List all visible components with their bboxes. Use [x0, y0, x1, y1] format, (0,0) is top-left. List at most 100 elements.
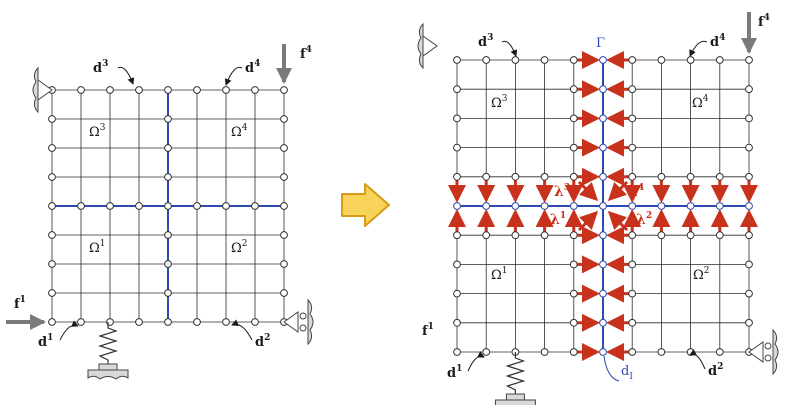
label-omega3: Ω3	[89, 123, 106, 140]
mesh-node	[569, 318, 578, 327]
mesh-node	[135, 202, 143, 210]
leader-dI	[603, 355, 620, 382]
multiplier-arrows	[448, 51, 758, 361]
mesh-node	[657, 172, 666, 181]
mesh-node	[482, 56, 491, 64]
label-omega2: Ω2	[693, 266, 710, 283]
mesh-node	[77, 318, 85, 326]
mesh-node	[745, 260, 753, 269]
mesh-node	[715, 172, 724, 181]
label-omega3: Ω3	[491, 94, 508, 111]
transition-arrow	[341, 183, 390, 227]
leader-d3	[501, 40, 518, 57]
interface-node	[569, 202, 578, 210]
mesh-node	[569, 260, 578, 269]
interface-node	[599, 202, 607, 210]
mesh-node	[657, 56, 666, 64]
label-d3: d3	[478, 33, 493, 50]
mesh-node	[453, 231, 461, 240]
interface-node	[453, 202, 461, 210]
label-lambda2: λ2	[636, 211, 652, 228]
mesh-node	[106, 202, 114, 210]
leader-d1	[467, 351, 485, 372]
interface-node	[686, 202, 695, 210]
mesh-node	[48, 231, 56, 239]
mesh-node	[628, 172, 637, 181]
mesh-node	[628, 143, 637, 152]
mesh-node	[540, 56, 549, 64]
mesh-node	[48, 202, 56, 210]
mesh-node	[222, 202, 230, 210]
right-nodes	[453, 56, 753, 356]
label-omega4: Ω4	[692, 94, 709, 111]
mesh-node	[453, 56, 461, 64]
mesh-node	[280, 289, 288, 297]
label-omega1: Ω1	[89, 239, 106, 256]
mesh-node	[715, 348, 724, 356]
leader-d4	[224, 66, 243, 86]
interface-node	[715, 202, 724, 210]
mesh-node	[511, 56, 520, 64]
mesh-node	[48, 115, 56, 123]
leader-d2	[689, 349, 706, 370]
mesh-node	[164, 231, 172, 239]
label-d2: d2	[708, 362, 723, 379]
multiplier-arrow	[577, 180, 599, 202]
mesh-node	[686, 231, 695, 240]
mesh-node	[106, 86, 114, 94]
interface-node	[599, 348, 607, 356]
multiplier-arrow	[607, 180, 629, 202]
multiplier-arrow	[577, 210, 599, 232]
mesh-node	[745, 231, 753, 240]
leader-d3	[117, 66, 135, 85]
left-support-bottom-right	[283, 298, 314, 346]
leader-d2	[231, 319, 253, 341]
mesh-node	[657, 348, 666, 356]
mesh-node	[222, 318, 230, 326]
mesh-node	[453, 348, 461, 356]
mesh-node	[745, 318, 753, 327]
mesh-node	[628, 260, 637, 269]
interface-node	[599, 231, 607, 240]
left-support-top-left	[32, 66, 53, 114]
interface-node	[599, 318, 607, 327]
mesh-node	[569, 143, 578, 152]
mesh-node	[540, 172, 549, 181]
mesh-node	[569, 114, 578, 123]
label-f4: f4	[300, 45, 312, 62]
interface-node	[745, 202, 753, 210]
label-f1: f1	[14, 295, 26, 312]
mesh-node	[453, 260, 461, 269]
mesh-node	[77, 86, 85, 94]
label-d3: d3	[93, 59, 108, 76]
mesh-node	[48, 173, 56, 181]
mesh-node	[280, 260, 288, 268]
right-support-top-left	[417, 22, 438, 70]
left-spring-support	[87, 322, 129, 380]
mesh-node	[280, 115, 288, 123]
mesh-node	[686, 172, 695, 181]
interface-node	[657, 202, 666, 210]
mesh-node	[482, 348, 491, 356]
mesh-node	[453, 172, 461, 181]
mesh-node	[628, 114, 637, 123]
mesh-node	[164, 144, 172, 152]
label-omega4: Ω4	[231, 123, 248, 140]
mesh-node	[193, 202, 201, 210]
mesh-node	[569, 85, 578, 94]
label-d1: d1	[447, 364, 462, 381]
mesh-node	[135, 318, 143, 326]
mesh-node	[628, 348, 637, 356]
mesh-node	[48, 289, 56, 297]
mesh-node	[569, 289, 578, 298]
mesh-node	[453, 143, 461, 152]
multiplier-arrow	[607, 210, 629, 232]
label-d4: d4	[710, 33, 725, 50]
mesh-node	[453, 114, 461, 123]
label-lambda4: λ4	[628, 183, 644, 200]
mesh-node	[280, 202, 288, 210]
mesh-node	[222, 86, 230, 94]
